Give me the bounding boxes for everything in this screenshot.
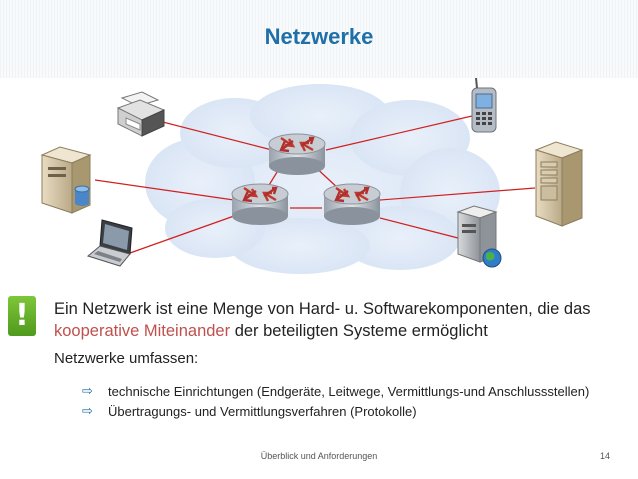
definition-statement: Ein Netzwerk ist eine Menge von Hard- u.… [54,298,624,342]
footer-text: Überblick und Anforderungen [260,451,378,461]
bullet-list: ⇨technische Einrichtungen (Endgeräte, Le… [82,383,602,423]
page-number: 14 [599,451,610,461]
statement-part1: Ein Netzwerk ist eine Menge von Hard- u.… [54,300,591,318]
arrow-icon: ⇨ [82,384,93,399]
router-left-icon [231,183,289,225]
arrow-icon: ⇨ [82,404,93,419]
router-top-icon [268,133,326,175]
network-cloud [145,84,500,274]
database-server-icon [40,146,92,214]
printer-icon [116,91,166,137]
link-printer-router [154,119,273,151]
link-laptop-router [129,215,235,254]
mobile-phone-icon [471,78,497,133]
link-phone-router [325,115,473,151]
warning-icon: ! [8,296,36,336]
router-right-icon [323,183,381,225]
link-webserver-router [379,217,459,239]
statement-part2: der beteiligten Systeme ermöglicht [230,322,488,340]
statement-highlight: kooperative Miteinander [54,322,231,340]
laptop-icon [86,219,133,267]
web-server-icon [456,205,502,268]
list-item: ⇨Übertragungs- und Vermittlungsverfahren… [82,404,417,419]
tower-server-icon [534,141,584,227]
slide-header [0,0,638,78]
slide-title: Netzwerke [264,24,374,49]
warning-glyph: ! [15,298,29,333]
link-tower-router [379,187,536,201]
network-diagram [40,78,584,274]
list-item: ⇨technische Einrichtungen (Endgeräte, Le… [82,384,590,399]
subheading: Netzwerke umfassen: [54,350,199,367]
link-dbserver-router [94,179,235,201]
